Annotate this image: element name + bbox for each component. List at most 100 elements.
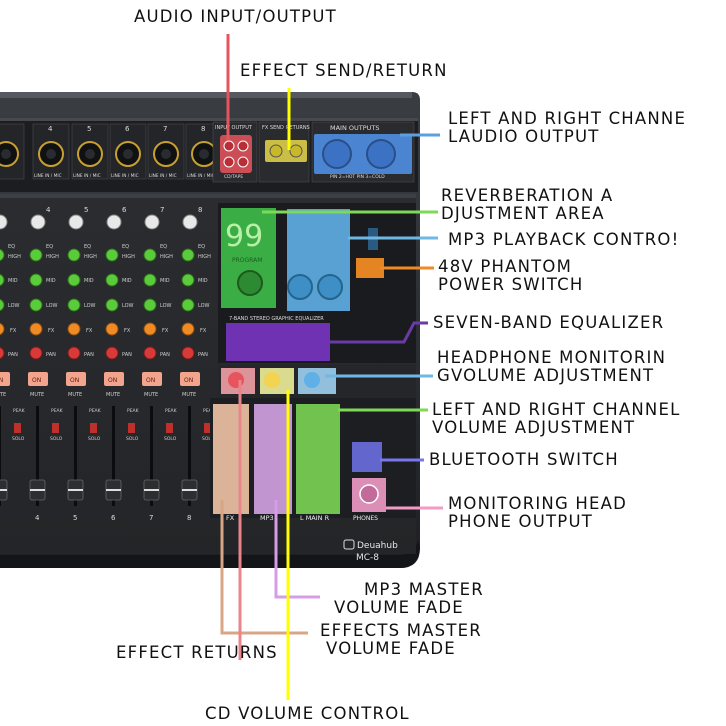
eq-knob[interactable]: [29, 248, 43, 262]
callout-headphone-vol: HEADPHONE MONITORIN GVOLUME ADJUSTMENT: [437, 349, 666, 385]
input-channel-number: 7: [163, 125, 167, 133]
fx-knob[interactable]: [181, 322, 195, 336]
phones-knob[interactable]: [304, 372, 320, 388]
program-knob[interactable]: [237, 270, 263, 296]
combo-jack-center: [123, 149, 133, 159]
strip-number: 6: [122, 206, 127, 214]
eq-knob[interactable]: [105, 298, 119, 312]
strip-label: EQ: [46, 244, 53, 250]
fx-knob[interactable]: [105, 322, 119, 336]
callout-bluetooth: BLUETOOTH SWITCH: [429, 451, 619, 469]
on-label: ON: [108, 377, 117, 384]
model-name: MC-8: [356, 553, 379, 563]
callout-lr-volume: LEFT AND RIGHT CHANNEL VOLUME ADJUSTMENT: [432, 401, 681, 437]
strip-fx-label: FX: [86, 328, 93, 334]
eq-knob[interactable]: [105, 273, 119, 287]
strip-label: MID: [198, 278, 208, 284]
fader-slot: [0, 406, 1, 506]
overlay-main-fader: [296, 404, 340, 514]
callout-headphone-vol-line2: GVOLUME ADJUSTMENT: [437, 366, 655, 385]
pan-knob[interactable]: [67, 346, 81, 360]
callout-fx-master-line2: VOLUME FADE: [326, 639, 456, 658]
fx-knob[interactable]: [0, 322, 5, 336]
solo-button[interactable]: [128, 423, 135, 433]
on-label: ON: [32, 377, 41, 384]
eq-knob[interactable]: [67, 248, 81, 262]
callout-lr-output-line2: LAUDIO OUTPUT: [448, 127, 600, 146]
eq-knob[interactable]: [0, 298, 5, 312]
solo-button[interactable]: [166, 423, 173, 433]
strip-label: PAN: [198, 352, 208, 358]
eq-knob[interactable]: [0, 248, 5, 262]
fader-cap-line: [106, 489, 121, 491]
input-label: LINE IN / MIC: [149, 173, 177, 179]
program-label: PROGRAM: [232, 257, 262, 264]
solo-button[interactable]: [52, 423, 59, 433]
strip-bottom-number: 8: [187, 514, 191, 522]
mute-on-button[interactable]: [66, 372, 86, 386]
phones-jack-label: PHONES: [353, 515, 378, 522]
gain-knob[interactable]: [0, 214, 8, 230]
gain-knob[interactable]: [30, 214, 46, 230]
fx-knob[interactable]: [67, 322, 81, 336]
strip-number: 7: [160, 206, 164, 214]
eq-knob[interactable]: [143, 273, 157, 287]
input-channel-number: 5: [87, 125, 91, 133]
mp3-knob[interactable]: [287, 274, 313, 300]
eq-knob[interactable]: [29, 298, 43, 312]
pan-knob[interactable]: [143, 346, 157, 360]
pan-knob[interactable]: [0, 346, 5, 360]
strip-bottom-number: 4: [35, 514, 40, 522]
eq-knob[interactable]: [143, 298, 157, 312]
pan-knob[interactable]: [29, 346, 43, 360]
mp3-knob-2[interactable]: [317, 274, 343, 300]
eq-knob[interactable]: [67, 273, 81, 287]
mute-on-button[interactable]: [142, 372, 162, 386]
gain-knob[interactable]: [68, 214, 84, 230]
pan-knob[interactable]: [181, 346, 195, 360]
fader-slot: [74, 406, 77, 506]
eq-knob[interactable]: [181, 273, 195, 287]
gain-knob[interactable]: [144, 214, 160, 230]
eq-knob[interactable]: [29, 273, 43, 287]
eq-knob[interactable]: [143, 248, 157, 262]
mute-on-button[interactable]: [28, 372, 48, 386]
highlight-overlays: 99 PROGRAM 7-BAND STEREO GRAPHIC EQUALIZ…: [213, 134, 412, 522]
solo-button[interactable]: [90, 423, 97, 433]
gain-knob[interactable]: [182, 214, 198, 230]
mute-on-button[interactable]: [104, 372, 124, 386]
callout-reverb: REVERBERATION A DJUSTMENT AREA: [441, 187, 613, 223]
fader-slot: [150, 406, 153, 506]
mute-on-button[interactable]: [180, 372, 200, 386]
callout-fx-master: EFFECTS MASTER VOLUME FADE: [320, 622, 482, 658]
eq-knob[interactable]: [67, 298, 81, 312]
strip-label: PAN: [122, 352, 132, 358]
combo-jack-center: [161, 149, 171, 159]
fx-knob[interactable]: [29, 322, 43, 336]
fader-cap-line: [0, 489, 7, 491]
solo-button[interactable]: [204, 423, 211, 433]
solo-label: SOLO: [50, 436, 63, 442]
strip-label: PAN: [46, 352, 56, 358]
phones-jack: [359, 484, 379, 504]
strip-label: LOW: [122, 303, 134, 309]
eq-knob[interactable]: [105, 248, 119, 262]
fx-knob[interactable]: [143, 322, 157, 336]
solo-label: SOLO: [88, 436, 101, 442]
eq-knob[interactable]: [181, 298, 195, 312]
strip-number: 4: [46, 206, 51, 214]
solo-button[interactable]: [14, 423, 21, 433]
aux-return-knob[interactable]: [228, 372, 244, 388]
callout-mp3-master-line1: MP3 MASTER: [364, 580, 484, 599]
strip-label: LOW: [8, 303, 20, 309]
mute-on-button[interactable]: [0, 372, 10, 386]
gain-knob[interactable]: [106, 214, 122, 230]
eq-knob[interactable]: [0, 273, 5, 287]
strip-label: PAN: [8, 352, 18, 358]
pan-knob[interactable]: [105, 346, 119, 360]
strip-fx-label: FX: [124, 328, 131, 334]
cd-tape-knob[interactable]: [264, 372, 280, 388]
eq-knob[interactable]: [181, 248, 195, 262]
